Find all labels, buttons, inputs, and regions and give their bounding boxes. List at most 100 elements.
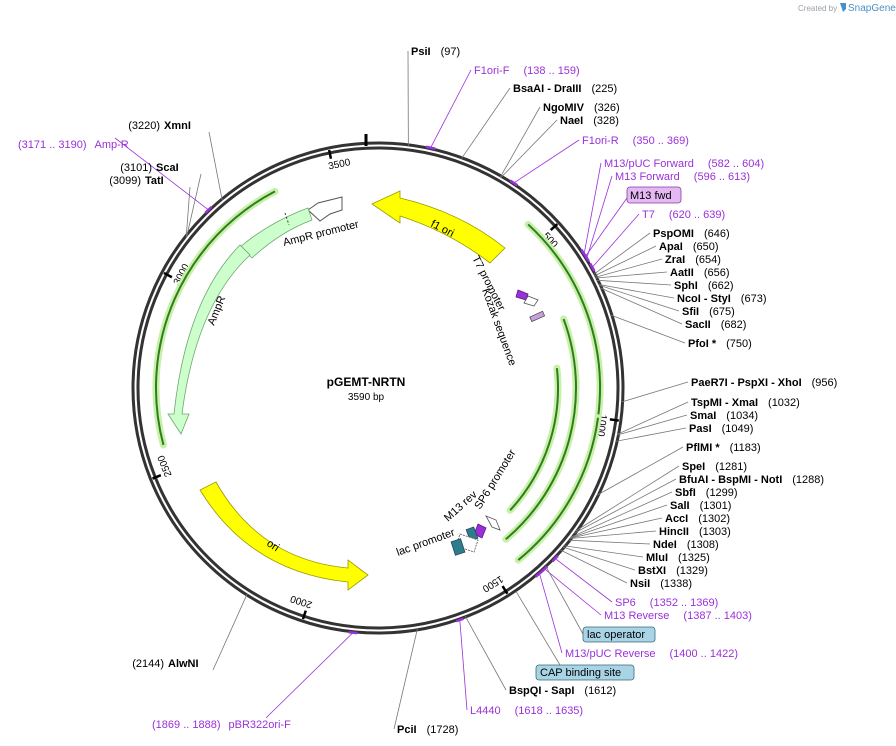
- site-label[interactable]: XmnI(3220): [128, 120, 191, 132]
- site-name: ScaI: [156, 162, 179, 174]
- site-label[interactable]: NaeI(328): [560, 115, 619, 127]
- site-label[interactable]: PspOMI (646): [653, 228, 730, 240]
- primer-leader: [539, 573, 563, 654]
- primer-leader: [114, 137, 209, 211]
- site-name: PasI: [689, 423, 712, 435]
- primer-label[interactable]: L4440(1618 .. 1635): [470, 705, 583, 717]
- m13-fwd-box[interactable]: M13 fwd: [626, 186, 682, 204]
- site-name: BfuAI - BspMI - NotI: [679, 474, 782, 486]
- site-position: (1325): [678, 552, 710, 564]
- primer-label[interactable]: (3171 .. 3190)Amp-R: [18, 139, 129, 151]
- site-label[interactable]: HincII(1303): [659, 526, 731, 538]
- primer-label[interactable]: (1869 .. 1888)pBR322ori-F: [152, 719, 291, 731]
- lac-promoter-feature[interactable]: [450, 533, 479, 556]
- plasmid-size: 3590 bp: [348, 392, 385, 403]
- kozak-feature[interactable]: [529, 310, 546, 323]
- site-label[interactable]: AccI(1302): [665, 513, 730, 525]
- site-label[interactable]: SfiI(675): [682, 306, 735, 318]
- t7-promoter-feature[interactable]: [515, 289, 539, 307]
- site-name: NcoI - StyI: [677, 293, 731, 305]
- f1-ori-feature[interactable]: [371, 190, 506, 264]
- site-label[interactable]: PsiI(97): [411, 46, 460, 58]
- site-name: HincII: [659, 526, 689, 538]
- primer-label[interactable]: M13 Forward(596 .. 613): [615, 171, 750, 183]
- site-position: (656): [704, 267, 730, 279]
- primer-mark: [425, 145, 436, 150]
- site-label[interactable]: PfoI *(750): [688, 338, 752, 350]
- site-label[interactable]: SacII(682): [685, 319, 746, 331]
- site-name: MluI: [646, 552, 668, 564]
- site-label[interactable]: AatII(656): [670, 267, 730, 279]
- primer-label[interactable]: F1ori-R(350 .. 369): [582, 135, 689, 147]
- site-label[interactable]: ZraI(654): [665, 254, 721, 266]
- site-label[interactable]: ApaI(650): [659, 241, 719, 253]
- site-label[interactable]: BspQI - SapI(1612): [509, 685, 616, 697]
- site-label[interactable]: SmaI(1034): [690, 410, 758, 422]
- primer-name: pBR322ori-F: [229, 719, 292, 731]
- site-name: TspMI - XmaI: [691, 397, 758, 409]
- primer-name: F1ori-R: [582, 135, 619, 147]
- orf-arc-right-inner: [509, 368, 559, 511]
- site-label[interactable]: BfuAI - BspMI - NotI (1288): [679, 474, 824, 486]
- site-label[interactable]: NcoI - StyI(673): [677, 293, 766, 305]
- lac-operator-box[interactable]: lac operator: [582, 626, 656, 643]
- site-label[interactable]: NgoMIV(326): [543, 102, 620, 114]
- site-name: BsaAI - DraIII: [513, 83, 581, 95]
- site-name: AccI: [665, 513, 688, 525]
- primer-position: (1400 .. 1422): [669, 648, 738, 660]
- tick-label: 1500: [480, 573, 505, 594]
- site-label[interactable]: ScaI(3101): [120, 162, 178, 174]
- primer-label[interactable]: F1ori-F(138 .. 159): [474, 65, 580, 77]
- site-leader: [570, 530, 657, 539]
- site-label[interactable]: SbfI(1299): [675, 487, 738, 499]
- site-leader: [564, 545, 644, 558]
- site-label[interactable]: PasI(1049): [689, 423, 753, 435]
- cap-site-box[interactable]: CAP binding site: [535, 664, 635, 681]
- site-label[interactable]: BstXI(1329): [638, 565, 708, 577]
- primer-mark: [204, 205, 213, 214]
- primer-mark: [589, 262, 596, 272]
- site-label[interactable]: TspMI - XmaI(1032): [691, 397, 800, 409]
- ampr-promoter-feature[interactable]: [239, 196, 343, 259]
- site-label[interactable]: AlwNI (2144): [132, 658, 198, 670]
- site-position: (1329): [676, 565, 708, 577]
- site-position: (225): [591, 83, 617, 95]
- backbone-outer: [131, 141, 625, 635]
- site-label[interactable]: NsiI(1338): [630, 578, 692, 590]
- site-label[interactable]: TatI(3099): [109, 175, 164, 187]
- site-position: (1288): [792, 474, 824, 486]
- site-name: SpeI: [682, 461, 705, 473]
- site-label[interactable]: SphI(662): [674, 280, 734, 292]
- site-name: AlwNI: [168, 658, 199, 670]
- site-position: (646): [704, 228, 730, 240]
- primer-label[interactable]: T7(620 .. 639): [642, 209, 725, 221]
- site-leader: [617, 401, 689, 435]
- site-label[interactable]: SalI(1301): [670, 500, 731, 512]
- lac-operator-text: lac operator: [587, 629, 645, 641]
- tick-mark: [609, 418, 619, 422]
- site-position: (2144): [132, 658, 164, 670]
- ampr-feature[interactable]: [167, 244, 251, 435]
- orf-arc-right-outer-2: [517, 417, 599, 561]
- site-name: PaeR7I - PspXI - XhoI: [691, 377, 802, 389]
- site-label[interactable]: SpeI(1281): [682, 461, 747, 473]
- primer-label[interactable]: M13/pUC Reverse(1400 .. 1422): [565, 648, 738, 660]
- sp6-promoter-feature[interactable]: [473, 515, 501, 539]
- site-leader: [568, 539, 651, 545]
- site-position: (682): [721, 319, 747, 331]
- ori-feature[interactable]: [199, 481, 369, 591]
- site-label[interactable]: MluI (1325): [646, 552, 710, 564]
- site-label[interactable]: NdeI(1308): [653, 539, 719, 551]
- site-label[interactable]: PciI(1728): [397, 724, 458, 736]
- primer-label[interactable]: M13/pUC Forward(582 .. 604): [604, 158, 764, 170]
- site-name: PspOMI: [653, 228, 694, 240]
- site-position: (3220): [128, 120, 160, 132]
- site-leader: [595, 258, 663, 278]
- primer-position: (582 .. 604): [708, 158, 764, 170]
- primer-label[interactable]: SP6(1352 .. 1369): [615, 597, 718, 609]
- primer-label[interactable]: M13 Reverse(1387 .. 1403): [604, 610, 752, 622]
- site-label[interactable]: PflMI *(1183): [686, 442, 761, 454]
- site-label[interactable]: PaeR7I - PspXI - XhoI(956): [691, 377, 837, 389]
- site-label[interactable]: BsaAI - DraIII (225): [513, 83, 617, 95]
- m13-fwd-text: M13 fwd: [630, 190, 672, 202]
